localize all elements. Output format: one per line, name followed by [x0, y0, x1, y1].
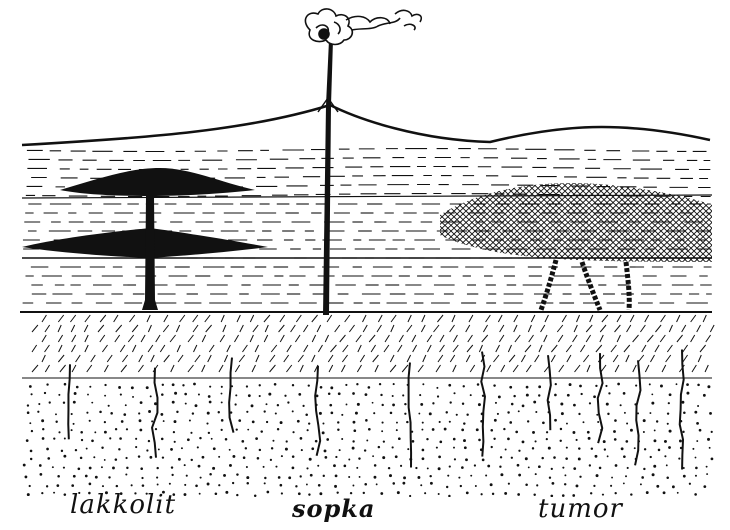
volcano-conduit — [323, 40, 333, 315]
ground-surface — [22, 105, 710, 145]
basement-fracture — [152, 368, 157, 458]
volcano-sopka — [305, 9, 421, 315]
label-sopka: sopka — [292, 494, 375, 523]
basement-rock — [22, 315, 714, 497]
laccolith-intrusion — [22, 168, 268, 310]
basement-fracture — [68, 364, 70, 439]
eruption-cloud — [305, 9, 421, 45]
basement-fracture — [229, 358, 233, 433]
basement-fractures — [68, 350, 683, 470]
label-lakkolit: lakkolit — [70, 490, 176, 520]
laccolith-upper-lens — [60, 168, 255, 196]
tumor-dyke-3 — [626, 262, 629, 310]
basement-fracture — [598, 353, 603, 443]
basement-fracture — [481, 352, 485, 457]
label-tumor: tumor — [538, 494, 623, 524]
laccolith-lower-lens — [22, 228, 268, 258]
sediment-layers — [20, 105, 722, 312]
basement-fracture — [680, 350, 684, 470]
